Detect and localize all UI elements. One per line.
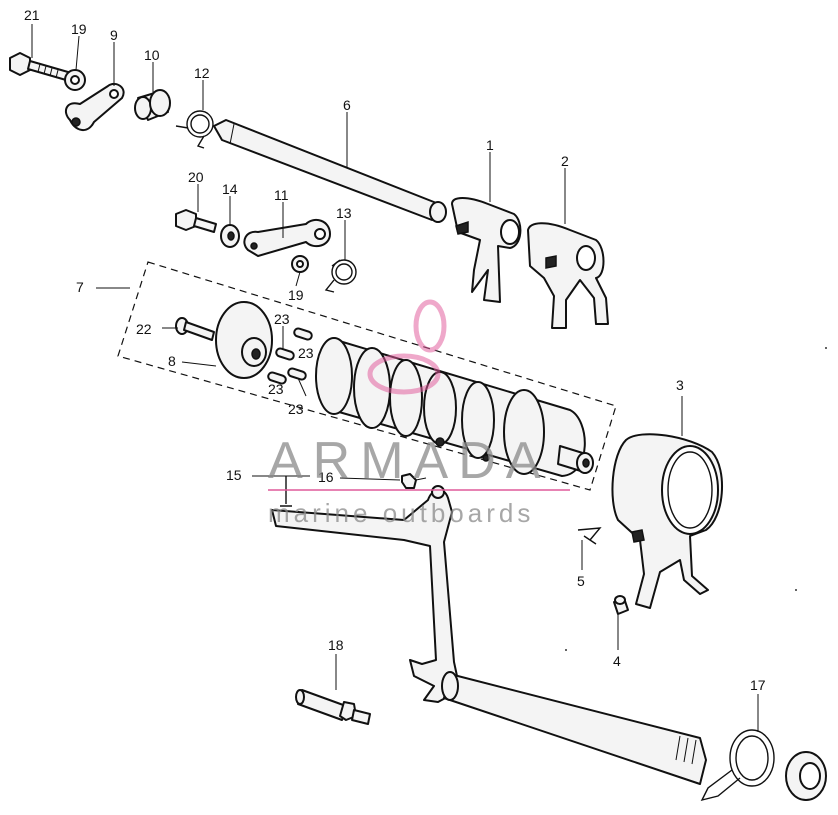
part-23-pins <box>267 327 313 385</box>
watermark-tagline: marine outboards <box>268 498 534 528</box>
callout-9: 9 <box>110 27 118 43</box>
leader-lines <box>31 24 759 732</box>
callout-6: 6 <box>343 97 351 113</box>
part-19-washer-upper <box>64 69 86 91</box>
part-20-bolt <box>175 209 217 233</box>
part-18-stud <box>295 689 371 725</box>
part-12-spring <box>175 110 214 149</box>
part-14-washer <box>220 224 240 248</box>
part-16-bolt <box>401 473 427 489</box>
callout-22: 22 <box>136 321 152 337</box>
callout-23-d: 23 <box>288 401 304 417</box>
callout-18: 18 <box>328 637 344 653</box>
callout-labels: 21 19 9 10 12 6 1 2 20 14 11 13 19 7 22 … <box>24 7 766 693</box>
part-8-cam-plate <box>215 301 273 379</box>
part-17-spring <box>700 729 775 802</box>
callout-7: 7 <box>76 279 84 295</box>
part-9-arm <box>64 82 125 131</box>
part-15-shift-lever <box>271 476 707 785</box>
callout-23-a: 23 <box>274 311 290 327</box>
part-3-shift-fork <box>611 433 723 609</box>
callout-3: 3 <box>676 377 684 393</box>
callout-20: 20 <box>188 169 204 185</box>
callout-23-c: 23 <box>268 381 284 397</box>
scan-specks <box>565 347 827 651</box>
part-4-pin <box>613 595 629 615</box>
part-10-collar <box>134 89 171 121</box>
callout-5: 5 <box>577 573 585 589</box>
part-21-bolt <box>9 52 69 81</box>
callout-10: 10 <box>144 47 160 63</box>
callout-4: 4 <box>613 653 621 669</box>
part-2-shift-fork <box>527 222 609 329</box>
callout-16: 16 <box>318 469 334 485</box>
callout-14: 14 <box>222 181 238 197</box>
callout-19-lower: 19 <box>288 287 304 303</box>
part-13-spring <box>324 259 357 293</box>
watermark-brand: ARMADA <box>268 432 550 490</box>
part-5-clip <box>577 527 602 545</box>
part-7-assembly-outline <box>117 261 617 491</box>
callout-8: 8 <box>168 353 176 369</box>
callout-21: 21 <box>24 7 40 23</box>
callout-17: 17 <box>750 677 766 693</box>
callout-15: 15 <box>226 467 242 483</box>
armada-watermark: ARMADA marine outboards <box>268 299 570 528</box>
callout-19-upper: 19 <box>71 21 87 37</box>
part-19-washer-lower <box>291 255 309 273</box>
callout-1: 1 <box>486 137 494 153</box>
callout-13: 13 <box>336 205 352 221</box>
shift-drum <box>315 337 594 477</box>
callout-23-b: 23 <box>298 345 314 361</box>
watermark-logo-icon <box>367 299 447 395</box>
callout-12: 12 <box>194 65 210 81</box>
part-22-bolt <box>175 317 215 341</box>
part-6-shaft <box>213 119 447 223</box>
part-11-lever <box>243 218 331 257</box>
part-1-shift-fork <box>451 197 522 303</box>
callout-2: 2 <box>561 153 569 169</box>
callout-11: 11 <box>274 187 289 203</box>
end-nut <box>785 751 827 801</box>
